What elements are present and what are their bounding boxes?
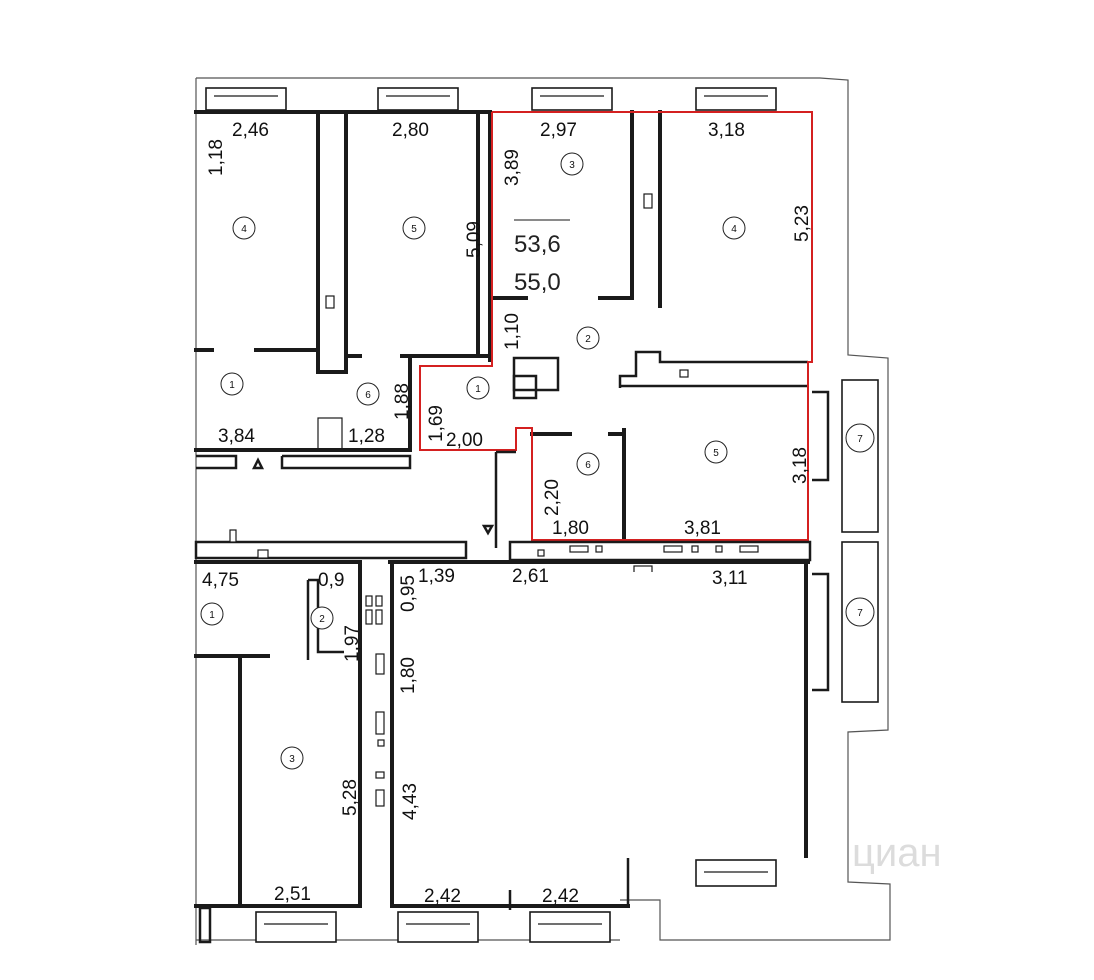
dimension-label: 0,95 bbox=[398, 575, 419, 612]
svg-text:1: 1 bbox=[475, 384, 481, 395]
area-label-bottom: 55,0 bbox=[514, 269, 561, 296]
svg-text:1: 1 bbox=[209, 610, 215, 621]
room-marker: 4 bbox=[232, 216, 256, 240]
dimension-label: 5,23 bbox=[792, 205, 813, 242]
dimension-label: 2,80 bbox=[392, 120, 429, 141]
dimension-label: 5,09 bbox=[464, 221, 485, 258]
room-marker: 7 bbox=[845, 597, 875, 627]
room-marker: 2 bbox=[576, 326, 600, 350]
dimension-label: 3,89 bbox=[502, 149, 523, 186]
dimension-label: 0,9 bbox=[318, 570, 344, 591]
room-marker: 2 bbox=[310, 606, 334, 630]
dimension-label: 1,88 bbox=[392, 383, 413, 420]
highlighted-apartment-border bbox=[419, 111, 813, 541]
dimension-label: 1,18 bbox=[206, 139, 227, 176]
room-marker: 1 bbox=[466, 376, 490, 400]
room-marker: 7 bbox=[845, 423, 875, 453]
dimension-label: 4,75 bbox=[202, 570, 239, 591]
dimension-labels: 1,18 2,46 2,80 5,09 3,84 1,28 1,88 2,97 … bbox=[202, 120, 813, 907]
dimension-label: 3,84 bbox=[218, 426, 255, 447]
bottom-windows bbox=[255, 859, 777, 943]
room-marker: 3 bbox=[560, 152, 584, 176]
svg-text:6: 6 bbox=[585, 460, 591, 471]
bottom-center-walls bbox=[365, 560, 810, 910]
top-windows bbox=[205, 87, 777, 111]
dimension-label: 4,43 bbox=[400, 783, 421, 820]
area-label-top: 53,6 bbox=[514, 231, 561, 258]
dimension-label: 1,80 bbox=[398, 657, 419, 694]
svg-text:3: 3 bbox=[569, 160, 575, 171]
dimension-label: 1,97 bbox=[342, 625, 363, 662]
svg-text:2: 2 bbox=[319, 614, 325, 625]
room-marker: 1 bbox=[220, 372, 244, 396]
room-marker: 4 bbox=[722, 216, 746, 240]
obscured-region bbox=[400, 572, 804, 858]
room-marker: 6 bbox=[356, 382, 380, 406]
svg-text:1: 1 bbox=[229, 380, 235, 391]
dimension-label: 3,81 bbox=[684, 518, 721, 539]
area-labels: 53,6 55,0 bbox=[514, 219, 570, 296]
dimension-label: 1,10 bbox=[502, 313, 523, 350]
right-side-windows bbox=[812, 379, 879, 703]
dimension-label: 2,42 bbox=[424, 886, 461, 907]
svg-text:7: 7 bbox=[857, 434, 863, 445]
room-markers: 4 5 1 6 3 4 2 1 bbox=[200, 152, 875, 770]
dimension-label: 2,46 bbox=[232, 120, 269, 141]
dimension-label: 2,61 bbox=[512, 566, 549, 587]
dimension-label: 2,51 bbox=[274, 884, 311, 905]
top-left-walls bbox=[194, 110, 492, 470]
room-marker: 5 bbox=[402, 216, 426, 240]
dimension-label: 3,11 bbox=[712, 568, 748, 589]
svg-text:2: 2 bbox=[585, 334, 591, 345]
svg-text:5: 5 bbox=[713, 448, 719, 459]
dimension-label: 1,39 bbox=[418, 566, 455, 587]
svg-text:4: 4 bbox=[241, 224, 247, 235]
dimension-label: 2,20 bbox=[542, 479, 563, 516]
dimension-label: 3,18 bbox=[790, 447, 811, 484]
svg-text:3: 3 bbox=[289, 754, 295, 765]
room-marker: 5 bbox=[704, 440, 728, 464]
svg-text:4: 4 bbox=[731, 224, 737, 235]
dimension-label: 5,28 bbox=[340, 779, 361, 816]
dimension-label: 1,80 bbox=[552, 518, 589, 539]
dimension-label: 2,97 bbox=[540, 120, 577, 141]
bottom-left-walls bbox=[194, 560, 362, 944]
room-marker: 1 bbox=[200, 602, 224, 626]
svg-text:5: 5 bbox=[411, 224, 417, 235]
dimension-label: 2,42 bbox=[542, 886, 579, 907]
dimension-label: 1,28 bbox=[348, 426, 385, 447]
dimension-label: 2,00 bbox=[446, 430, 483, 451]
watermark-text: циан bbox=[852, 831, 942, 875]
highlighted-apartment-walls bbox=[488, 110, 808, 542]
room-marker: 6 bbox=[576, 452, 600, 476]
dimension-label: 3,18 bbox=[708, 120, 745, 141]
svg-text:7: 7 bbox=[857, 608, 863, 619]
svg-text:6: 6 bbox=[365, 390, 371, 401]
dimension-label: 1,69 bbox=[426, 405, 447, 442]
room-marker: 3 bbox=[280, 746, 304, 770]
